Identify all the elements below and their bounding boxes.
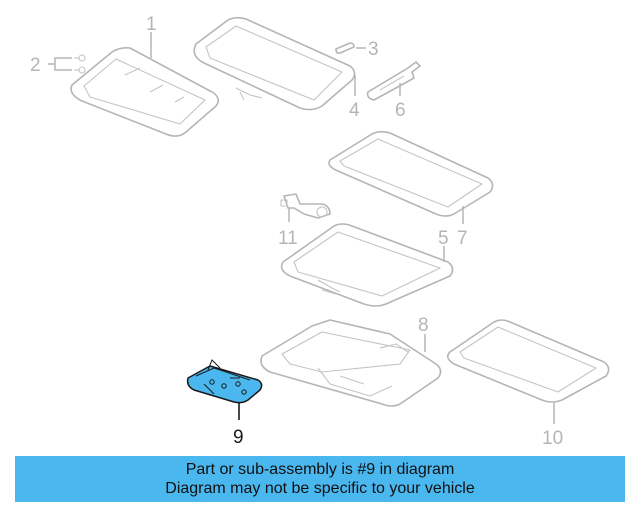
banner-line-2: Diagram may not be specific to your vehi… — [165, 480, 475, 497]
part-4-frame[interactable] — [193, 16, 356, 111]
banner-line-1: Part or sub-assembly is #9 in diagram — [185, 461, 455, 478]
svg-text:10: 10 — [542, 428, 563, 449]
svg-text:8: 8 — [418, 315, 429, 336]
callout-9: 9 — [233, 402, 244, 448]
callout-5: 5 — [438, 228, 449, 262]
part-10-seal[interactable] — [446, 319, 610, 403]
svg-text:7: 7 — [457, 228, 468, 249]
callout-11: 11 — [278, 208, 298, 249]
part-8-housing[interactable] — [260, 319, 442, 407]
info-banner: Part or sub-assembly is #9 in diagram Di… — [15, 456, 625, 502]
parts-diagram: 1 2 4 3 6 7 — [30, 14, 610, 449]
callout-1: 1 — [146, 14, 157, 58]
svg-text:6: 6 — [395, 100, 406, 121]
callout-7: 7 — [457, 206, 468, 249]
part-1-glass-panel[interactable] — [70, 47, 220, 137]
callout-10: 10 — [542, 403, 563, 449]
svg-text:4: 4 — [349, 100, 360, 121]
part-7-seal[interactable] — [328, 130, 494, 217]
svg-text:1: 1 — [146, 14, 157, 35]
part-9-highlighted[interactable] — [186, 359, 263, 404]
part-3-clip[interactable] — [335, 42, 355, 54]
svg-text:11: 11 — [278, 228, 298, 249]
part-5-panel-frame[interactable] — [280, 223, 454, 307]
callout-4: 4 — [349, 75, 360, 121]
part-11-motor[interactable] — [280, 193, 331, 219]
svg-text:9: 9 — [233, 427, 244, 448]
svg-text:3: 3 — [368, 39, 379, 60]
svg-text:2: 2 — [30, 55, 41, 76]
callout-6: 6 — [395, 83, 406, 121]
callout-3: 3 — [356, 39, 379, 60]
svg-text:5: 5 — [438, 228, 449, 249]
callout-2: 2 — [30, 55, 72, 76]
part-2-fasteners[interactable] — [74, 54, 86, 74]
part-6-bracket[interactable] — [366, 61, 421, 101]
callout-8: 8 — [418, 315, 429, 352]
